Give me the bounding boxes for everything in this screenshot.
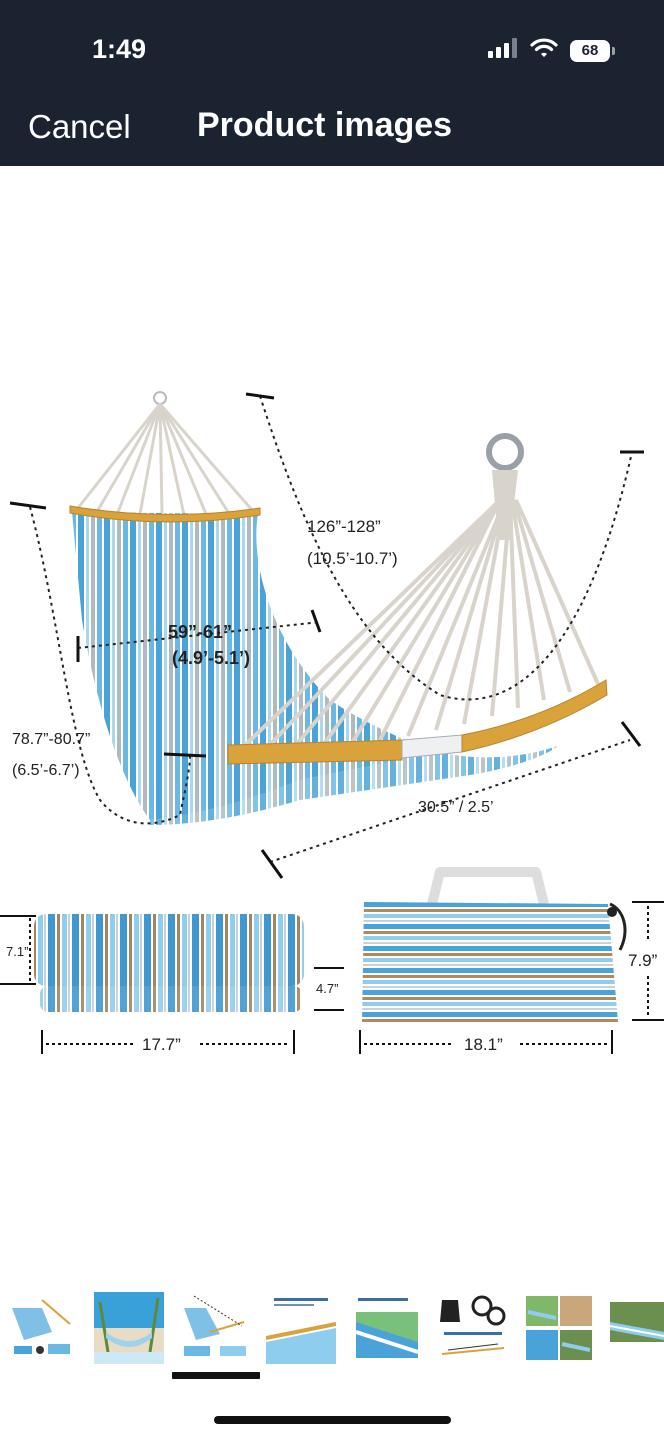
bag-width: 18.1”	[464, 1035, 503, 1054]
folded-dimension-lines	[0, 915, 344, 1054]
overall-length-ft: (10.5’-10.7’)	[307, 549, 398, 568]
bag-dimension-lines	[359, 901, 664, 1054]
wifi-icon	[530, 38, 558, 63]
selected-thumbnail-indicator	[172, 1372, 260, 1379]
dimension-lines	[29, 395, 633, 863]
thumbnail-1[interactable]	[8, 1292, 78, 1364]
page-title: Product images	[197, 106, 453, 144]
carry-bag	[362, 867, 627, 1024]
folded-thickness: 4.7”	[316, 981, 338, 996]
status-icons: 68	[488, 38, 615, 63]
product-image[interactable]: 126”-128” (10.5’-10.7’) 59”-61” (4.9’-5.…	[0, 166, 664, 1276]
status-time: 1:49	[92, 34, 147, 64]
status-bar: 1:49 68	[0, 0, 664, 100]
spreader-bar-length: 30.5” / 2.5’	[418, 799, 494, 816]
signal-icon	[488, 38, 518, 63]
folded-height: 7.1”	[6, 944, 28, 959]
thumbnail-strip	[0, 1292, 664, 1372]
bed-length-ft: (6.5’-6.7’)	[12, 762, 80, 779]
folded-width: 17.7”	[142, 1035, 181, 1054]
cancel-button[interactable]: Cancel	[28, 108, 131, 145]
bed-width-ft: (4.9’-5.1’)	[172, 648, 250, 668]
battery-icon: 68	[570, 39, 615, 62]
hammock-illustration	[69, 391, 608, 825]
overall-length-in: 126”-128”	[307, 517, 381, 536]
home-indicator	[214, 1416, 451, 1424]
thumbnail-2[interactable]	[94, 1292, 164, 1364]
bed-width-in: 59”-61”	[168, 622, 232, 642]
thumbnail-3-selected[interactable]	[180, 1292, 250, 1364]
thumbnail-6[interactable]	[438, 1292, 508, 1364]
bed-length-in: 78.7”-80.7”	[12, 731, 90, 748]
thumbnail-4[interactable]	[266, 1292, 336, 1364]
bag-height: 7.9”	[628, 951, 658, 970]
folded-hammock	[34, 914, 304, 1012]
nav-bar: Cancel Product images	[0, 100, 664, 166]
thumbnail-5[interactable]	[352, 1292, 422, 1364]
dimension-ticks	[9, 392, 644, 879]
thumbnail-7[interactable]	[524, 1292, 594, 1364]
thumbnail-8[interactable]	[610, 1292, 664, 1364]
